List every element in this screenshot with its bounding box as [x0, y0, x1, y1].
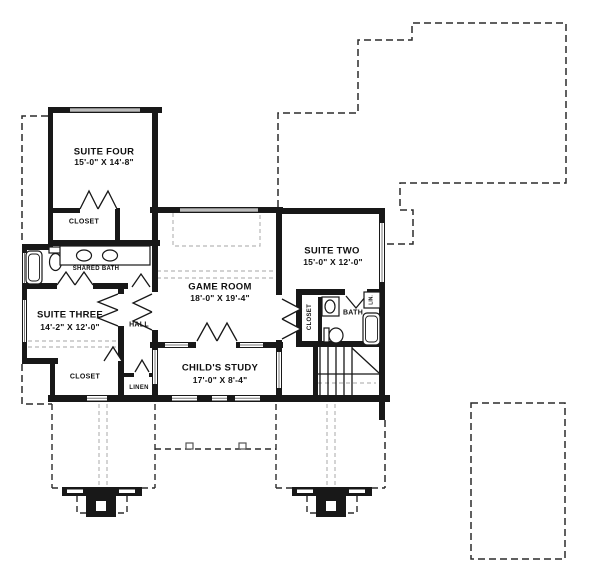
wall-hall-left — [118, 326, 124, 402]
room-dims-suite-three: 14'-2" X 12'-0" — [40, 321, 100, 332]
door-hall-bath — [131, 272, 151, 288]
post-marker-left — [185, 442, 194, 450]
suite-three-ceiling-lines — [28, 340, 118, 348]
porch-columns — [62, 487, 372, 517]
room-dims-suite-four: 15'-0" X 14'-8" — [74, 156, 134, 167]
column-cap-slot-b — [349, 489, 365, 493]
tub2-inner — [365, 315, 378, 343]
sink-icon-left — [75, 249, 93, 262]
toilet2-bowl-icon — [328, 327, 344, 344]
wall-closet2-right — [318, 297, 322, 347]
room-label-bath: BATH — [342, 309, 364, 317]
room-label-closet-suite-two: CLOSET — [307, 303, 313, 331]
porch-left-outline — [51, 404, 156, 489]
wall-closet4-right — [115, 208, 120, 246]
column-cap — [62, 487, 142, 496]
wall-suite4-left — [48, 107, 53, 246]
sink2-icon — [324, 299, 336, 314]
wall-bath-bottom-a — [22, 283, 57, 289]
windows — [23, 108, 384, 401]
door-bath2 — [345, 295, 367, 310]
wall-bath-top-left — [22, 244, 53, 250]
game-room-dormer-dashed — [172, 213, 261, 247]
linen-cabinet-box — [363, 291, 381, 309]
wall-closet3-left — [50, 358, 55, 402]
room-dims-childs-study: 17'-0" X 8'-4" — [192, 374, 248, 385]
room-dims-suite-two: 15'-0" X 12'-0" — [303, 256, 363, 267]
wall-bath-bottom-b — [93, 283, 128, 289]
room-label-closet-suite-three: CLOSET — [69, 373, 101, 381]
roof-outline-dashed — [21, 22, 567, 560]
wall-closet2-left — [296, 289, 302, 347]
porch-column-wings-left — [76, 496, 128, 514]
roof-outline-bottom-left — [21, 364, 52, 405]
wall-linen-top-a — [124, 373, 134, 377]
porch-right-outline — [275, 404, 385, 489]
door-closet-suite3 — [103, 345, 123, 362]
porch-roof-lines-left — [98, 404, 108, 487]
door-suite3 — [96, 293, 119, 327]
door-hall-gameroom — [131, 293, 153, 331]
room-label-suite-four: SUITE FOUR — [73, 146, 135, 158]
roof-outline-right — [277, 22, 567, 245]
room-label-childs-study: CHILD'S STUDY — [181, 362, 259, 374]
doors — [56, 189, 367, 373]
porch-roof-lines-right — [326, 404, 336, 487]
toilet2-tank-icon — [323, 327, 330, 343]
wall-hall-left-stub — [118, 289, 124, 294]
post-marker-right — [238, 442, 247, 450]
door-linen — [134, 358, 150, 373]
stairs — [316, 347, 380, 395]
wall-suite2-top — [276, 208, 385, 214]
wall-suite3-bottom — [22, 358, 58, 364]
stair-direction-line — [351, 347, 380, 374]
room-label-linen: LINEN — [129, 385, 149, 391]
porch-post-markers — [185, 442, 247, 450]
wall-gameroom-right-upper — [276, 207, 282, 295]
wall-bath2-bottom — [296, 341, 385, 347]
roof-outline-top-left — [21, 115, 48, 244]
column-cap-slot-b — [119, 489, 135, 493]
wall-closet4-top — [48, 208, 80, 213]
room-label-closet-suite-four: CLOSET — [68, 218, 100, 226]
room-label-hall: HALL — [129, 321, 149, 329]
roof-outline-lower-right — [470, 402, 566, 560]
shared-bath-fixtures — [25, 245, 151, 285]
door-gameroom-study — [196, 321, 238, 342]
door-suite2 — [281, 298, 303, 340]
column-cap-slot-a — [297, 489, 313, 493]
porch-column-wings-right — [306, 496, 358, 514]
column-core — [326, 501, 336, 511]
wall-linen-top-b — [149, 373, 153, 377]
porch-column-right — [292, 487, 372, 517]
porch-outlines-dashed — [51, 404, 385, 514]
wall-suite2-right — [379, 208, 385, 420]
window-mullions — [24, 109, 383, 399]
porch-column-left — [62, 487, 142, 517]
column-core — [96, 501, 106, 511]
column-cap-slot-a — [67, 489, 83, 493]
sink-icon-right — [101, 249, 119, 262]
room-label-shared-bath: SHARED BATH — [72, 266, 120, 272]
wall-bath2-top-a — [296, 289, 345, 295]
wall-spine-upper — [152, 107, 158, 292]
room-label-game-room: GAME ROOM — [188, 281, 252, 293]
wall-stairs-left — [313, 347, 318, 395]
tub-inner — [28, 253, 40, 282]
column-cap — [292, 487, 372, 496]
suite2-bath-fixtures — [321, 291, 381, 346]
room-label-suite-three: SUITE THREE — [36, 309, 104, 321]
game-room-ceiling-lines — [157, 270, 276, 279]
opening-study-doors — [196, 342, 236, 348]
stair-treads — [319, 347, 353, 395]
door-shared-bath — [56, 270, 94, 286]
room-dims-game-room: 18'-0" X 19'-4" — [190, 292, 250, 303]
room-label-suite-two: SUITE TWO — [304, 245, 360, 257]
room-label-lin: LIN. — [368, 295, 375, 305]
wall-closet4-bottom — [48, 240, 160, 246]
door-closet-suite4 — [79, 189, 118, 210]
